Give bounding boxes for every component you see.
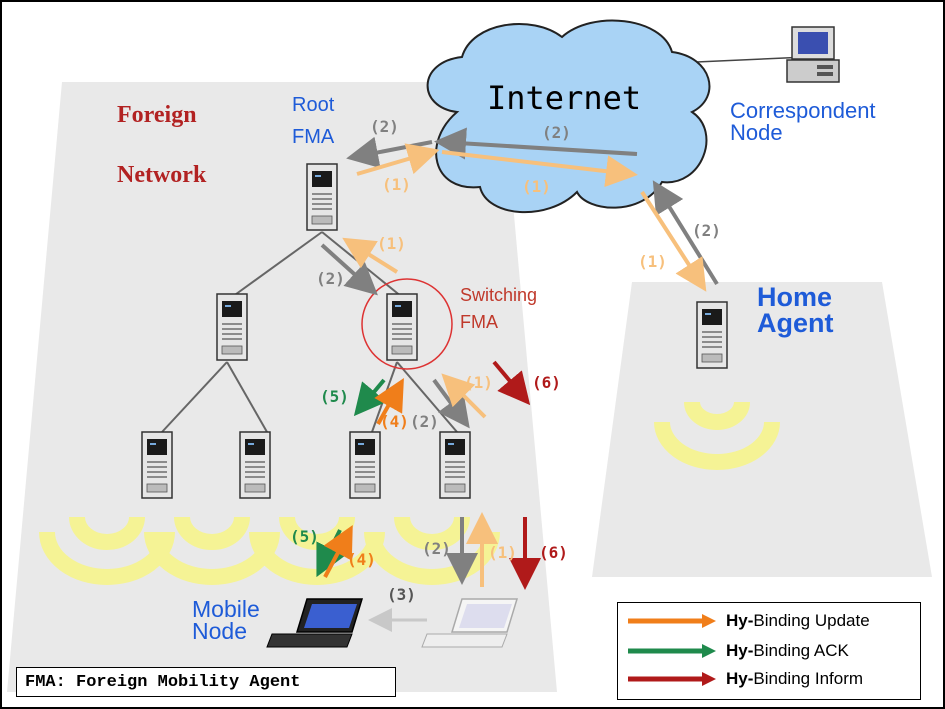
arrow-1-switch-orange	[441, 373, 487, 419]
step-5-upper: (5)	[320, 387, 349, 406]
mobile-node-laptop	[266, 598, 364, 648]
legend-prefix-inform: Hy-	[726, 669, 754, 688]
step-2-switch: (2)	[410, 412, 439, 431]
home-network-area	[592, 282, 932, 577]
home-agent-label-2: Agent	[757, 308, 834, 338]
arrow-6-upper-red	[492, 360, 531, 406]
root-fma-label-1: Root	[292, 94, 335, 116]
step-4-upper: (4)	[380, 412, 409, 431]
step-1-root: (1)	[382, 175, 411, 194]
mobile-node-label-1: Mobile	[192, 596, 260, 622]
arrow-2-internet-gray	[434, 127, 638, 160]
correspondent-node-label-2: Node	[730, 120, 783, 145]
switching-fma-label-1: Switching	[460, 285, 538, 305]
fma-server-leaf-2	[239, 431, 271, 499]
step-2-lower: (2)	[422, 539, 451, 558]
step-6-upper: (6)	[532, 373, 561, 392]
legend: Hy-Binding Update Hy-Binding ACK Hy-Bind…	[617, 602, 921, 700]
fma-server-left	[216, 293, 248, 361]
switching-fma-server	[386, 293, 418, 361]
step-1-tree: (1)	[377, 234, 406, 253]
step-4-lower: (4)	[347, 550, 376, 569]
binding-ack-arrow-icon	[628, 644, 716, 658]
arrow-4-lower-orange	[323, 524, 353, 578]
legend-label-ack: Binding ACK	[753, 641, 849, 660]
root-fma-server	[306, 163, 338, 231]
mobile-node-laptop-ghost	[421, 598, 519, 648]
home-agent-label-1: Home	[757, 282, 833, 312]
network-label: Network	[117, 162, 207, 188]
arrow-1-root-orange	[356, 143, 440, 176]
arrow-1-ha-orange	[640, 190, 707, 292]
correspondent-node-computer	[786, 26, 840, 83]
correspondent-node-label-1: Correspondent	[730, 98, 876, 123]
fma-server-leaf-3	[349, 431, 381, 499]
internet-cloud	[426, 19, 711, 213]
arrow-1-tree-orange	[342, 237, 399, 274]
legend-prefix-update: Hy-	[726, 611, 754, 630]
step-2-tree: (2)	[316, 269, 345, 288]
legend-item-binding-ack: Hy-Binding ACK	[626, 638, 849, 664]
fma-abbreviation-note: FMA: Foreign Mobility Agent	[16, 667, 396, 697]
binding-inform-arrow-icon	[628, 672, 716, 686]
step-5-lower: (5)	[290, 527, 319, 546]
mobile-node-label-2: Node	[192, 618, 247, 644]
switching-fma-circle	[361, 278, 453, 370]
step-1-switch: (1)	[464, 373, 493, 392]
switching-fma-label-2: FMA	[460, 312, 498, 332]
legend-label-inform: Binding Inform	[753, 669, 864, 688]
step-1-internet: (1)	[522, 177, 551, 196]
legend-prefix-ack: Hy-	[726, 641, 754, 660]
coverage-home	[654, 401, 780, 470]
step-1-ha: (1)	[638, 252, 667, 271]
fma-server-leaf-4	[439, 431, 471, 499]
arrow-2-ha-gray	[652, 180, 719, 286]
legend-item-binding-inform: Hy-Binding Inform	[626, 666, 863, 692]
legend-label-update: Binding Update	[753, 611, 870, 630]
arrow-1-internet-orange	[441, 150, 638, 188]
arrow-4-upper-orange	[374, 378, 404, 425]
step-2-internet: (2)	[542, 123, 571, 142]
step-2-root: (2)	[370, 117, 399, 136]
internet-label: Internet	[487, 79, 642, 117]
step-6-lower: (6)	[539, 543, 568, 562]
step-1-lower: (1)	[488, 543, 517, 562]
root-fma-label-2: FMA	[292, 126, 335, 148]
foreign-label: Foreign	[117, 102, 197, 128]
step-3-handoff: (3)	[387, 585, 416, 604]
home-agent-server	[696, 301, 728, 369]
binding-update-arrow-icon	[628, 614, 716, 628]
legend-item-binding-update: Hy-Binding Update	[626, 608, 870, 634]
fma-server-leaf-1	[141, 431, 173, 499]
step-2-ha: (2)	[692, 221, 721, 240]
